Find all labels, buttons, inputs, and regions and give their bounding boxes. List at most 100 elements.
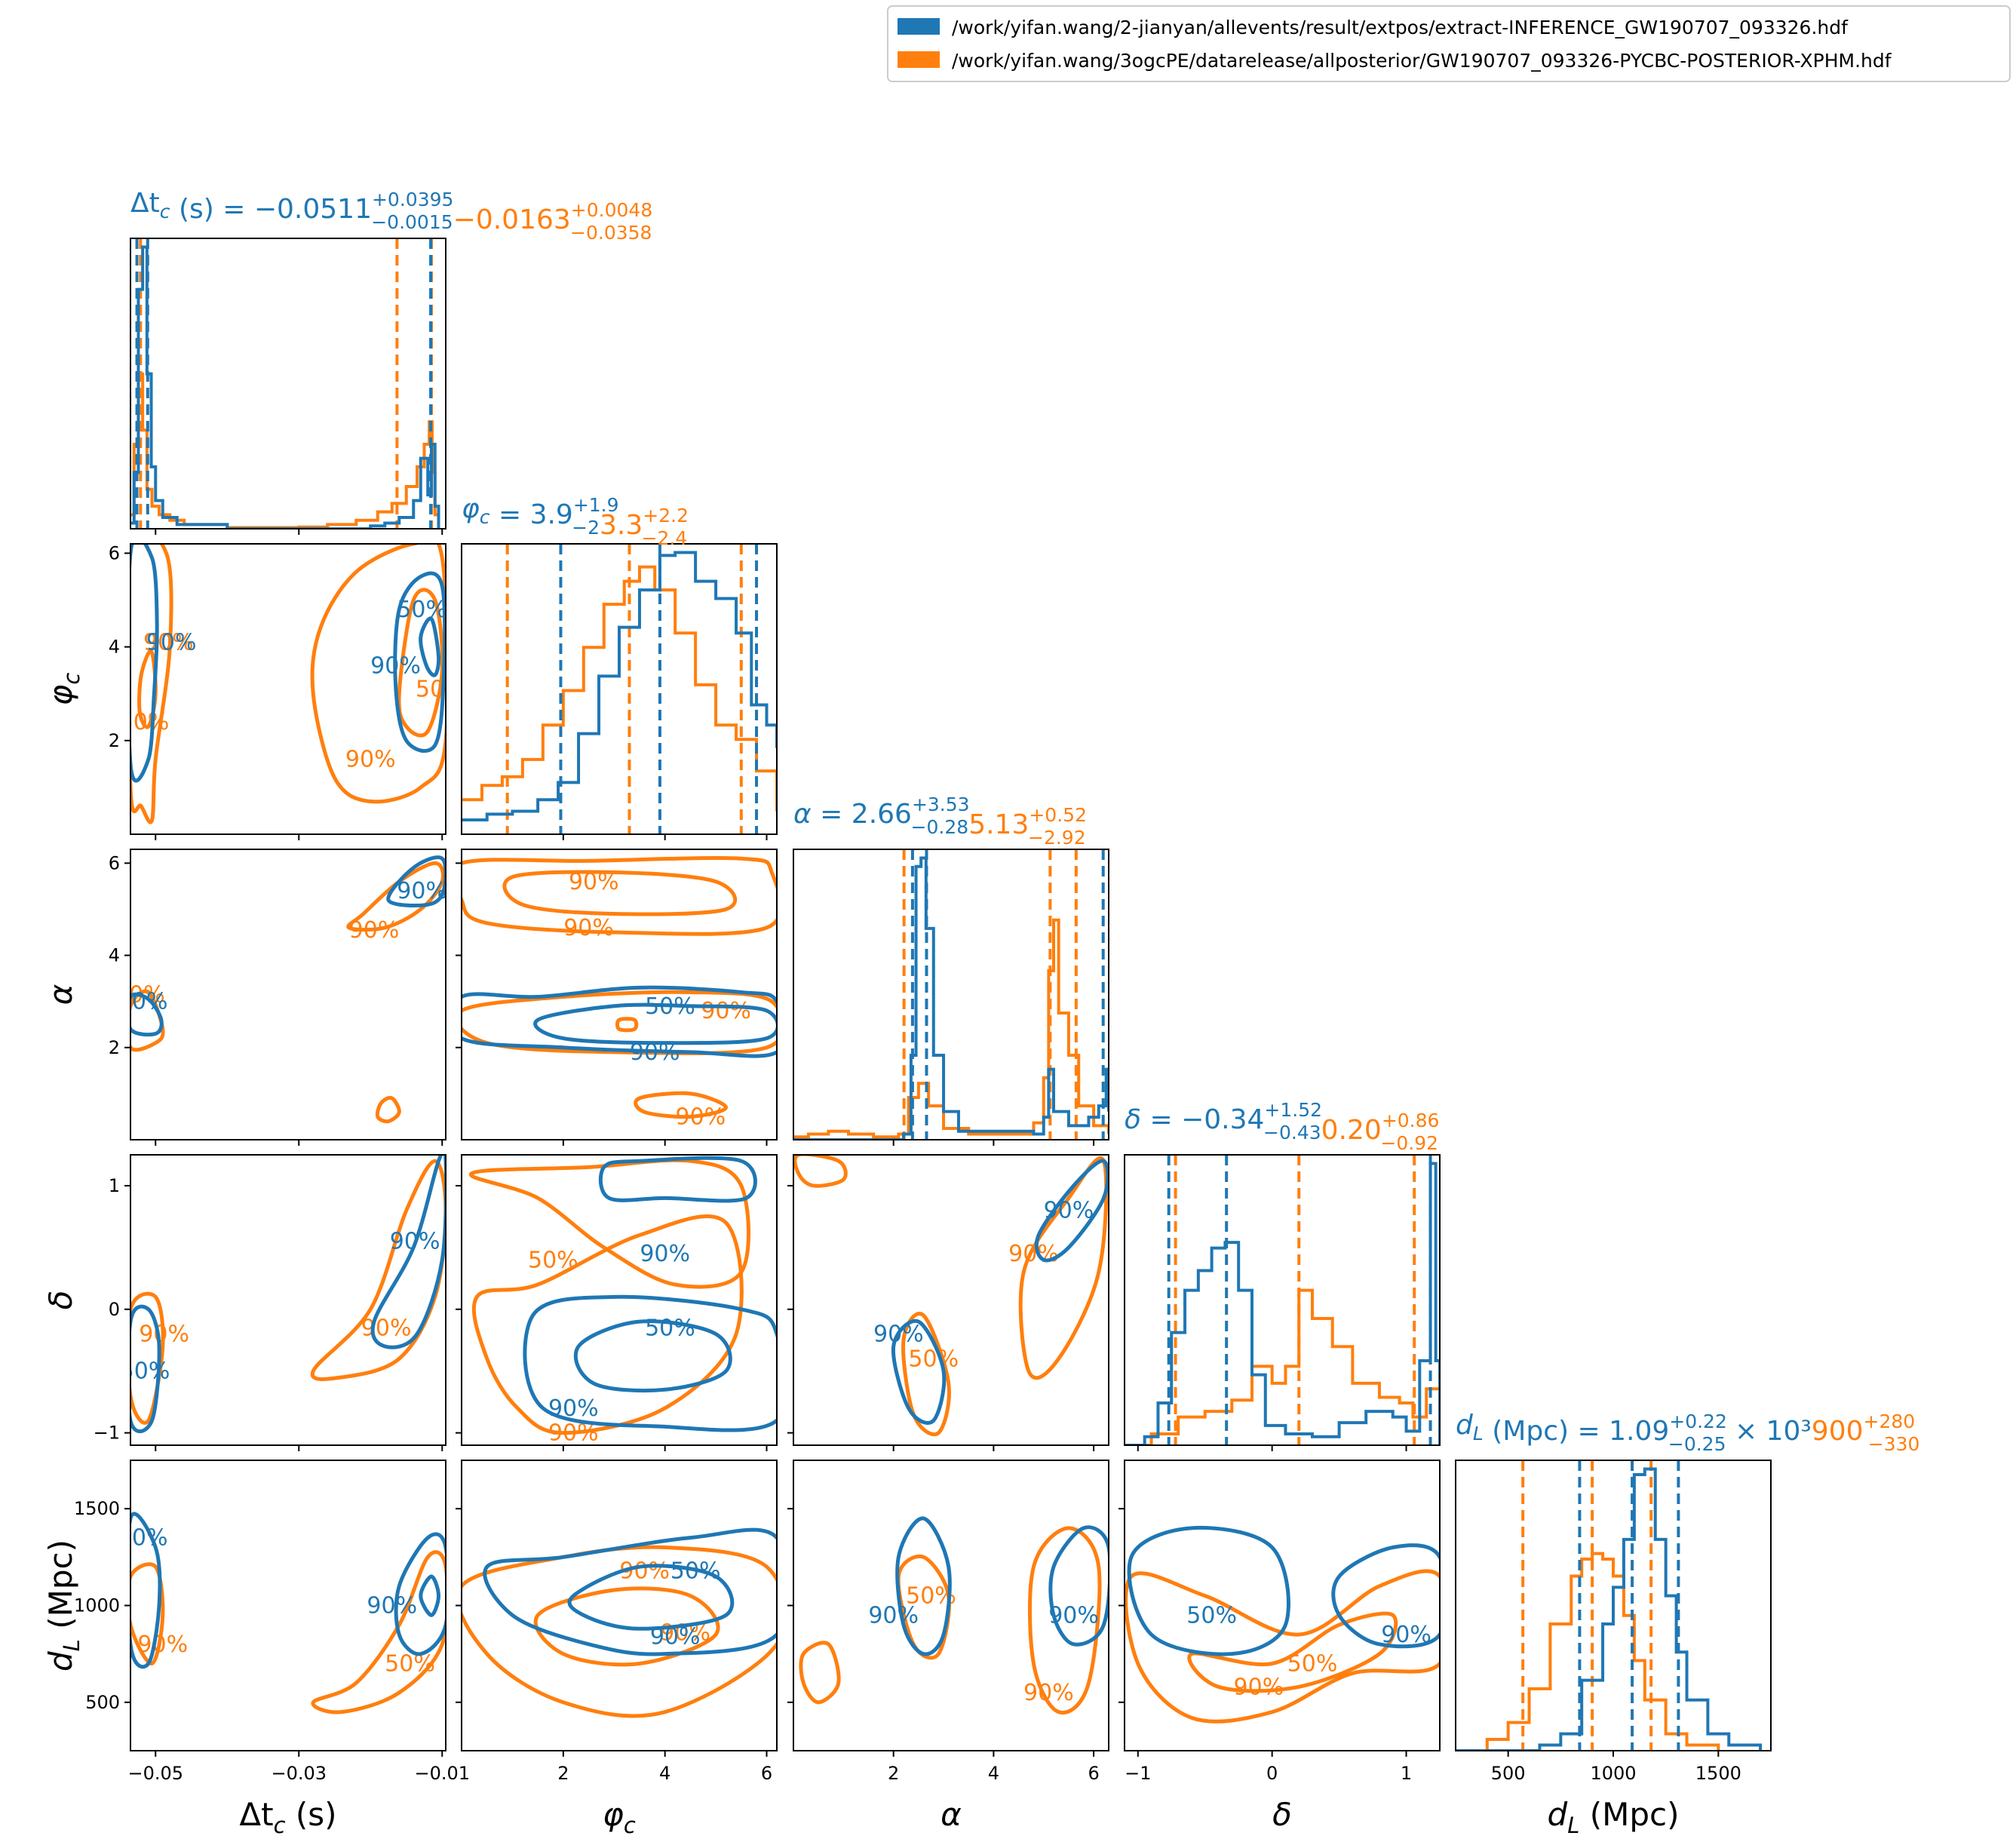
histogram-blue [1456,1467,1763,1751]
contour-label-blue: 90% [390,1229,440,1255]
x-tick-label: 500 [1491,1763,1526,1784]
contour-orange [130,989,165,1052]
contour-blue [483,1527,777,1656]
contour-orange [615,1017,639,1033]
y-tick-label: 2 [109,1037,120,1058]
marginal-delta [1125,1155,1440,1445]
histogram-blue [462,551,777,821]
panel-frame-dl-tc [130,1460,446,1751]
contour-orange [533,1586,720,1667]
panel-ticks-delta-phi [456,1184,768,1451]
contour-label-blue: 50% [120,1358,170,1385]
contour-panel-dl-vs-alpha: 50%90%90%90% [799,1516,1109,1715]
axis-label-alpha: α [940,1796,962,1833]
contour-orange [901,1312,951,1437]
contour-label-orange: 90% [349,917,400,944]
title-phi: φc = 3.9+1.9−23.3+2.2−2.4 [462,493,689,549]
contour-label-orange: 90% [1234,1674,1284,1700]
panel-frame-dl-alpha [793,1460,1109,1751]
contour-orange [1018,1156,1109,1380]
marginal-phi [462,544,777,834]
contour-label-orange: 90% [676,1104,726,1130]
contour-label-orange: 90% [1023,1680,1074,1706]
contour-panel-phi-vs-tc: 90%50%90%50%90%90%50% [119,544,466,824]
panel-frame-delta-tc [130,1154,446,1446]
x-tick-label: 2 [557,1763,569,1784]
contour-panel-dl-vs-delta: 50%90%50%90% [1125,1525,1440,1724]
contour-label-orange: 90% [345,747,396,773]
marginal-alpha [793,849,1109,1140]
legend-frame [887,5,2011,82]
panel-frame-alpha-tc [130,849,446,1140]
y-tick-label: 1500 [74,1498,120,1519]
panel-ticks-alpha-tc: 246 [109,852,443,1146]
x-tick-label: 1 [1401,1763,1412,1784]
legend-label-orange: /work/yifan.wang/3ogcPE/datarelease/allp… [952,50,1892,72]
contour-blue [462,985,777,1058]
x-tick-label: 4 [988,1763,999,1784]
contour-label-blue: 50% [645,1315,695,1341]
contour-orange [310,1159,446,1381]
x-tick-label: −0.05 [127,1763,183,1784]
axis-label-dl: dL (Mpc) [42,1539,84,1671]
contour-label-orange: 90% [701,998,751,1024]
contour-label-blue: 90% [548,1395,599,1422]
contour-blue [130,544,159,783]
y-tick-label: 1 [109,1175,120,1196]
contour-label-blue: 90% [1381,1622,1431,1648]
panel-ticks-alpha-phi [456,862,768,1146]
panel-frame-dl-phi [461,1460,778,1751]
x-tick-label: 1500 [1695,1763,1741,1784]
contour-label-blue: 50% [645,993,695,1020]
panel-ticks-phi-tc: 246 [109,542,443,840]
marginal-dl [1456,1460,1763,1751]
histogram-blue [1125,1162,1440,1445]
contour-blue [370,1155,446,1349]
contour-blue [1127,1525,1290,1656]
contour-label-orange: 50% [416,677,466,703]
contour-orange [311,1550,446,1714]
histogram-blue [130,245,440,529]
contour-blue [419,1574,441,1617]
title-tc: Δtc (s) = −0.0511+0.0395−0.0015−0.0163+0… [130,188,652,244]
y-tick-label: 0 [109,1299,120,1320]
y-tick-label: 500 [85,1692,120,1713]
axis-label-delta: δ [1272,1796,1292,1833]
contour-label-orange: 90% [569,869,619,895]
contour-orange [130,1562,165,1665]
contour-blue [598,1156,757,1203]
panel-ticks-delta-delta [1137,1445,1407,1451]
panel-ticks-delta-tc: −1 0 1 [94,1175,443,1451]
panel-frame-delta-delta [1124,1154,1441,1446]
contour-blue [895,1516,952,1656]
contour-label-blue: 90% [146,629,197,655]
contour-blue [393,571,446,754]
panel-ticks-delta-alpha [787,1184,1095,1451]
contour-blue [891,1318,947,1425]
contour-orange [793,1155,848,1188]
contour-label-blue: 50% [1186,1602,1237,1629]
contour-label-blue: 90% [370,652,421,679]
y-tick-label: 6 [109,852,120,873]
contour-label-orange: 50% [908,1346,959,1372]
contour-label-blue: 50% [118,1525,168,1552]
panel-frame-delta-phi [461,1154,778,1446]
panel-frame-alpha-alpha [793,849,1109,1140]
panel-ticks-alpha-alpha [892,1140,1095,1146]
contour-label-blue: 90% [868,1602,919,1629]
axis-label-alpha: α [42,984,79,1005]
contour-label-orange: 90% [1008,1241,1059,1267]
contour-blue [130,1512,162,1669]
y-tick-label: −1 [94,1423,120,1444]
contour-panel-alpha-vs-phi: 90%90%90%90%90%50% [462,855,777,1130]
panel-frame-delta-alpha [793,1154,1109,1446]
contour-label-orange: 50% [119,709,170,735]
panel-ticks-tc-tc [155,529,443,535]
contour-label-blue: 90% [1048,1602,1099,1629]
contour-label-blue: 90% [367,1593,417,1619]
x-tick-label: 2 [888,1763,899,1784]
axis-label-phi: φc [603,1796,636,1838]
x-tick-label: 0 [1266,1763,1278,1784]
